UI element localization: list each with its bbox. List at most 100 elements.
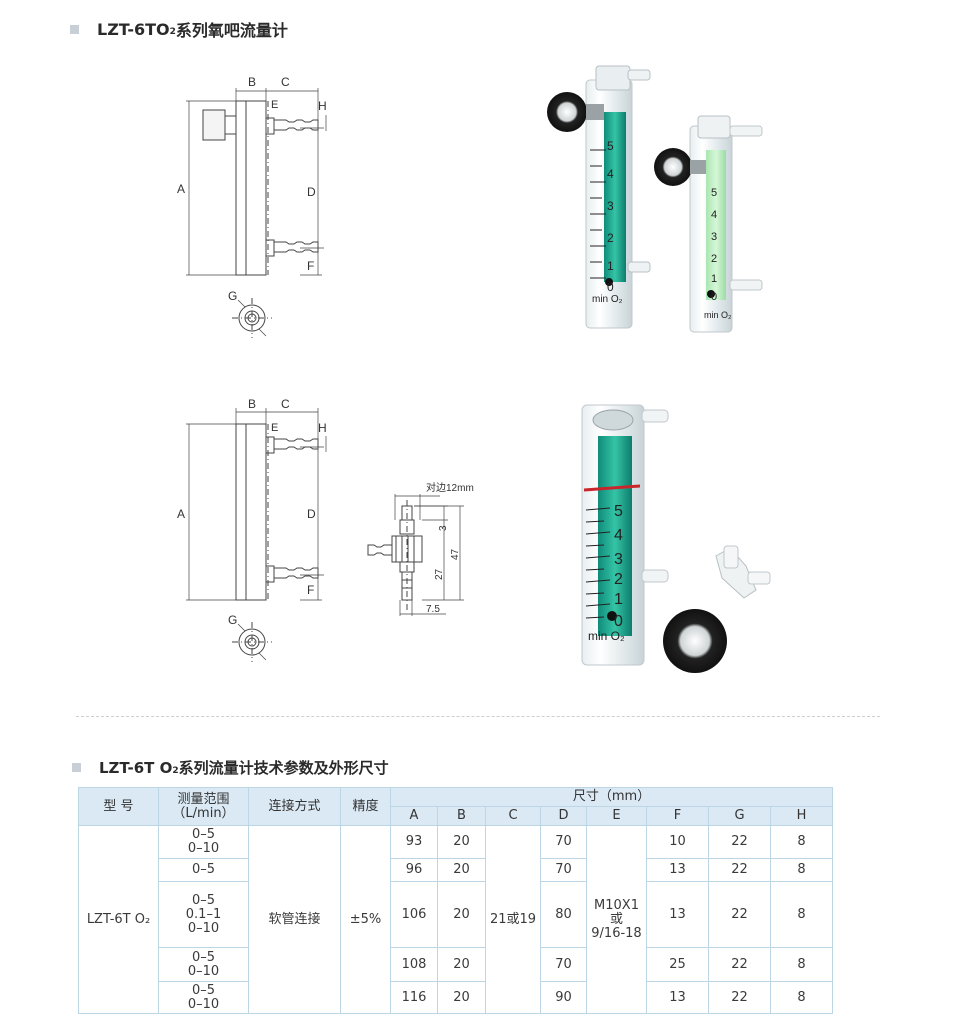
header-col-D: D: [540, 806, 587, 826]
cell-G: 22: [708, 858, 771, 882]
cell-B: 20: [437, 858, 486, 882]
header-col-C: C: [485, 806, 541, 826]
label-dim-3: 3: [438, 525, 449, 531]
table-row: 0–5 0.1–1 0–10 106 20 80 13 22 8: [79, 881, 834, 948]
title-sub: 2: [169, 27, 176, 37]
product-drawings: A B C D E F G H A: [177, 65, 771, 673]
cell-A: 108: [390, 947, 438, 982]
cell-G: 22: [708, 825, 771, 859]
cell-F: 13: [646, 858, 709, 882]
d1-label-A: A: [177, 182, 185, 196]
p1-scale-3: 3: [607, 199, 614, 213]
cell-G: 22: [708, 981, 771, 1014]
cell-model: LZT-6T O₂: [78, 825, 159, 1014]
header-col-B: B: [437, 806, 486, 826]
d2-label-B: B: [248, 397, 256, 411]
label-across-flats: 对边12mm: [426, 481, 474, 494]
header-connection: 连接方式: [248, 787, 341, 826]
cell-D: 90: [540, 981, 587, 1014]
title-marker: [70, 24, 79, 34]
p3-unit: min O₂: [588, 629, 625, 643]
d1-label-D: D: [307, 185, 316, 199]
p3-scale-2: 2: [614, 571, 623, 588]
cell-A: 96: [390, 858, 438, 882]
cell-C: 21或19: [485, 825, 541, 1014]
title2-sub: 2: [172, 765, 179, 776]
header-accuracy: 精度: [340, 787, 391, 826]
cell-accuracy: ±5%: [340, 825, 391, 1014]
p1-scale-4: 4: [607, 167, 614, 181]
photo-flowmeter-2: [654, 115, 763, 333]
d2-label-A: A: [177, 507, 185, 521]
title2-main: LZT-6T O: [99, 758, 173, 777]
cell-B: 20: [437, 981, 486, 1014]
cell-H: 8: [769, 947, 834, 982]
d2-label-H: H: [318, 421, 327, 435]
d1-label-G: G: [228, 289, 237, 303]
title-rest: 系列氧吧流量计: [175, 21, 288, 40]
table-row: LZT-6T O₂ 0–5 0–10 软管连接 ±5% 93 20 21或19 …: [78, 825, 834, 1014]
header-model: 型 号: [78, 787, 159, 826]
p1-scale-2: 2: [607, 231, 614, 245]
table-row: 0–5 0–10 116 20 90 13 22 8: [79, 981, 834, 1014]
cell-H: 8: [769, 858, 834, 882]
drawing1-knob: [202, 109, 226, 141]
cell-B: 20: [437, 947, 486, 982]
d1-label-E: E: [271, 99, 278, 111]
p2-scale-0: 0: [711, 291, 717, 303]
header-col-E: E: [586, 806, 647, 826]
cell-D: 80: [540, 881, 587, 948]
d2-label-G: G: [228, 613, 237, 627]
cell-H: 8: [769, 981, 834, 1014]
p1-unit: min O₂: [592, 294, 623, 305]
knob-icon: [663, 609, 727, 673]
title-main: LZT-6TO: [97, 19, 170, 39]
p2-unit: min O₂: [704, 310, 732, 320]
header-col-A: A: [390, 806, 438, 826]
p3-scale-4: 4: [614, 527, 623, 544]
p3-scale-1: 1: [614, 591, 623, 608]
d1-label-B: B: [248, 75, 256, 89]
cell-range: 0–5 0.1–1 0–10: [158, 881, 249, 948]
photo-flowmeter-1: [547, 65, 651, 329]
drawing1-body: [235, 100, 267, 276]
p2-scale-4: 4: [711, 209, 717, 221]
d1-label-H: H: [318, 99, 327, 113]
photo-flowmeter-3: [581, 404, 669, 666]
p1-scale-1: 1: [607, 259, 614, 273]
p2-scale-3: 3: [711, 231, 717, 243]
cell-range: 0–5 0–10: [158, 825, 249, 859]
cell-G: 22: [708, 881, 771, 948]
p2-scale-2: 2: [711, 253, 717, 265]
cell-range: 0–5 0–10: [158, 981, 249, 1014]
label-dim-47: 47: [450, 548, 461, 560]
cell-A: 93: [390, 825, 438, 859]
d1-label-F: F: [307, 259, 314, 273]
cell-D: 70: [540, 825, 587, 859]
header-col-H: H: [769, 806, 834, 826]
p3-scale-0: 0: [614, 613, 623, 630]
p2-scale-1: 1: [711, 273, 717, 285]
drawing-1: [186, 88, 327, 338]
d2-label-E: E: [271, 422, 278, 434]
header-col-G: G: [708, 806, 771, 826]
cell-F: 13: [646, 981, 709, 1014]
p2-scale-5: 5: [711, 187, 717, 199]
cell-F: 13: [646, 881, 709, 948]
drawing2-body: [235, 423, 267, 601]
label-dim-7-5: 7.5: [426, 604, 440, 615]
d2-label-D: D: [307, 507, 316, 521]
p1-scale-0: 0: [607, 280, 614, 294]
photo-valve-knob: [663, 545, 771, 673]
label-dim-27: 27: [434, 568, 445, 580]
knob-icon: [654, 148, 692, 186]
table-row: 0–5 96 20 70 13 22 8: [79, 858, 834, 882]
d2-label-C: C: [281, 397, 290, 411]
cell-A: 116: [390, 981, 438, 1014]
section-divider: [76, 716, 880, 717]
cell-B: 20: [437, 881, 486, 948]
header-col-F: F: [646, 806, 709, 826]
cell-F: 10: [646, 825, 709, 859]
